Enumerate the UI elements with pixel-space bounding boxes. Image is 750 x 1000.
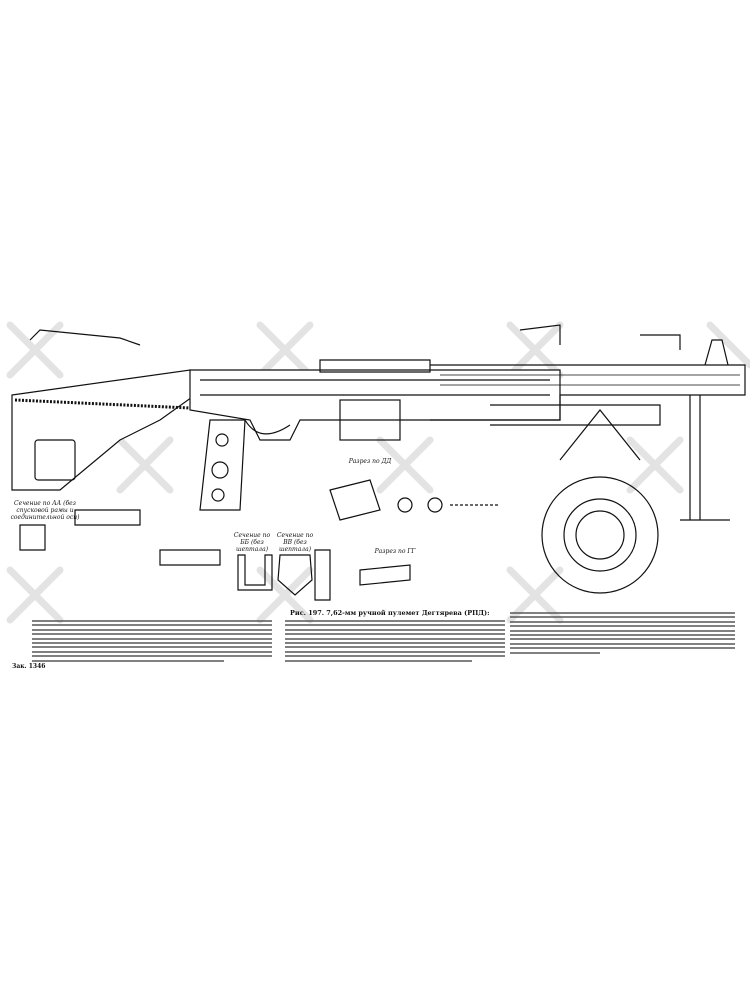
legend-column-3	[510, 612, 735, 656]
ammo-drum	[541, 476, 659, 594]
gas-tube	[490, 404, 661, 426]
recoil-spring	[14, 398, 191, 410]
feed-cover	[319, 359, 431, 373]
pistol-grip	[199, 419, 246, 511]
section-vv-detail	[277, 554, 313, 596]
order-number: Зак. 1346	[12, 663, 46, 670]
section-dd-label: Разрез по ДД	[348, 458, 392, 465]
receiver	[189, 369, 561, 441]
section-aa-label: Сечение по АА (без спусковой рамы и соед…	[10, 500, 80, 521]
stock-compartment	[34, 439, 76, 481]
figure-caption: Рис. 197. 7,62-мм ручной пулемет Дегтяре…	[290, 609, 490, 617]
stock	[11, 369, 196, 491]
section-gg-label: Разрез по ГГ	[374, 548, 416, 555]
section-bb-detail	[237, 554, 273, 591]
trigger-guard	[244, 419, 291, 435]
feed-housing	[339, 399, 401, 441]
legend-column-2	[285, 620, 505, 664]
front-sight	[704, 339, 729, 366]
bipod	[680, 395, 730, 521]
legend-column-1	[32, 620, 272, 664]
section-dd-detail	[329, 479, 381, 521]
section-vv-label: Сечение по ВВ (без шептала)	[276, 532, 314, 553]
section-aa-detail	[19, 524, 46, 551]
barrel	[430, 364, 746, 421]
cleaning-rod	[29, 329, 141, 346]
section-bb-label: Сечение по ББ (без шептала)	[233, 532, 271, 553]
